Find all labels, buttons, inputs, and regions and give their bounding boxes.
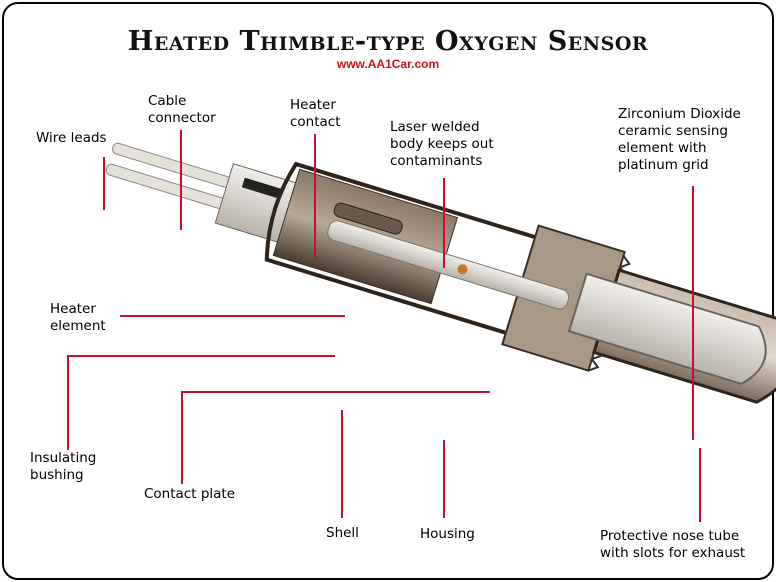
shell (264, 161, 543, 337)
label-nose-tube: Protective nose tube with slots for exha… (600, 528, 746, 561)
source-url: www.AA1Car.com (336, 57, 440, 71)
zirconium-element (567, 272, 767, 385)
label-heater-element: Heater element (50, 301, 106, 334)
label-laser-welded: Laser welded body keeps out contaminants (390, 119, 494, 169)
label-contact-plate: Contact plate (144, 486, 236, 502)
label-wire-leads: Wire leads (36, 130, 107, 146)
heater-element (327, 220, 570, 310)
leader-insulating-bushing (67, 355, 335, 450)
label-heater-contact: Heater contact (290, 97, 341, 130)
label-insulating-bushing: Insulating bushing (30, 450, 97, 483)
diagram-title: Heated Thimble-type Oxygen Sensor (127, 26, 649, 57)
sensor-drawing (105, 142, 776, 404)
heater-contact (333, 202, 403, 235)
label-shell: Shell (326, 525, 359, 541)
label-zirconium: Zirconium Dioxide ceramic sensing elemen… (618, 106, 741, 173)
label-housing: Housing (420, 526, 475, 542)
leader-contact-plate (181, 391, 490, 484)
leader-lines (67, 130, 701, 522)
label-cable-connector: Cable connector (148, 93, 216, 126)
